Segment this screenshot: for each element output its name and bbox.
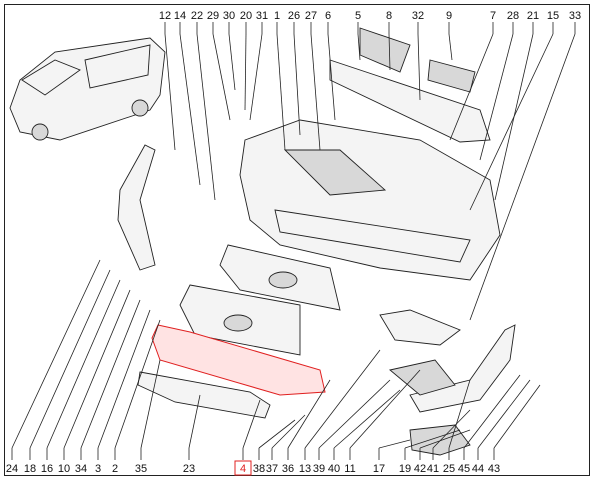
leader-line	[97, 309, 151, 449]
car-thumbnail	[9, 37, 166, 141]
leader-line	[449, 33, 494, 141]
leader-line	[188, 394, 201, 449]
leader-line	[469, 33, 576, 321]
part-4-highlighted	[151, 324, 326, 396]
leader-line	[271, 414, 306, 449]
callout-10: 10	[58, 463, 70, 475]
callout-23: 23	[183, 463, 195, 475]
leader-line	[479, 33, 514, 161]
callout-8: 8	[386, 10, 392, 22]
leader-line	[404, 429, 461, 449]
callout-7: 7	[490, 10, 496, 22]
callout-39: 39	[313, 463, 325, 475]
leader-line	[258, 419, 296, 449]
callout-40: 40	[328, 463, 340, 475]
leader-line	[378, 439, 411, 449]
callout-11: 11	[344, 463, 355, 475]
leader-line	[212, 33, 231, 121]
leader-line	[249, 33, 263, 121]
callout-1: 1	[274, 10, 280, 22]
leader-line	[417, 33, 421, 101]
leader-line	[349, 369, 421, 449]
callout-4: 4	[240, 463, 246, 475]
highlight-box	[234, 460, 252, 476]
leader-line	[179, 33, 201, 186]
callout-35: 35	[135, 463, 147, 475]
beam	[329, 27, 491, 143]
leader-line	[357, 33, 361, 61]
callout-21: 21	[527, 10, 539, 22]
callout-3: 3	[95, 463, 101, 475]
callout-44: 44	[472, 463, 484, 475]
callout-20: 20	[240, 10, 252, 22]
callout-14: 14	[174, 10, 186, 22]
leader-line	[448, 33, 453, 61]
callout-19: 19	[399, 463, 411, 475]
callout-12: 12	[159, 10, 171, 22]
leader-line	[310, 33, 321, 151]
leader-line	[463, 374, 521, 449]
leader-line	[244, 33, 247, 111]
leader-line	[287, 379, 331, 449]
leader-line	[242, 399, 261, 449]
callout-27: 27	[305, 10, 317, 22]
callout-25: 25	[443, 463, 455, 475]
callout-28: 28	[507, 10, 519, 22]
callout-13: 13	[299, 463, 311, 475]
leader-line	[327, 33, 336, 121]
leader-line	[228, 33, 236, 91]
leader-line	[432, 409, 471, 449]
callout-6: 6	[325, 10, 331, 22]
callout-42: 42	[414, 463, 426, 475]
callout-45: 45	[458, 463, 470, 475]
leader-line	[469, 33, 554, 211]
leader-line	[276, 33, 286, 151]
callout-22: 22	[191, 10, 203, 22]
callout-26: 26	[288, 10, 300, 22]
leader-line	[114, 319, 161, 449]
leader-line	[140, 359, 161, 449]
callout-31: 31	[256, 10, 268, 22]
leader-line	[164, 33, 176, 151]
leader-line	[11, 259, 101, 449]
callout-2: 2	[112, 463, 118, 475]
callout-17: 17	[373, 463, 385, 475]
callout-15: 15	[547, 10, 559, 22]
callout-18: 18	[24, 463, 36, 475]
callout-43: 43	[488, 463, 500, 475]
bumper-cover	[239, 119, 501, 281]
leader-line	[80, 299, 141, 449]
leader-line	[29, 269, 111, 449]
upper-grille	[219, 244, 341, 311]
callout-41: 41	[427, 463, 439, 475]
callout-37: 37	[266, 463, 278, 475]
leader-line	[388, 33, 391, 71]
leader-line	[419, 429, 471, 449]
leader-line	[493, 384, 541, 449]
callout-29: 29	[207, 10, 219, 22]
leader-line	[293, 33, 301, 136]
callout-33: 33	[569, 10, 581, 22]
leader-line	[318, 379, 391, 449]
leader-line	[448, 379, 471, 449]
callout-30: 30	[223, 10, 235, 22]
lower-deflector	[137, 371, 271, 419]
callout-9: 9	[446, 10, 452, 22]
leader-line	[333, 389, 401, 449]
callout-32: 32	[412, 10, 424, 22]
leader-line	[63, 289, 131, 449]
callout-36: 36	[282, 463, 294, 475]
leader-line	[477, 379, 531, 449]
side-brackets	[117, 144, 516, 456]
callout-38: 38	[253, 463, 265, 475]
callout-5: 5	[355, 10, 361, 22]
leader-line	[196, 33, 216, 201]
leader-line	[46, 279, 121, 449]
callout-16: 16	[41, 463, 53, 475]
callout-24: 24	[6, 463, 18, 475]
callout-34: 34	[75, 463, 87, 475]
leader-line	[304, 349, 381, 449]
